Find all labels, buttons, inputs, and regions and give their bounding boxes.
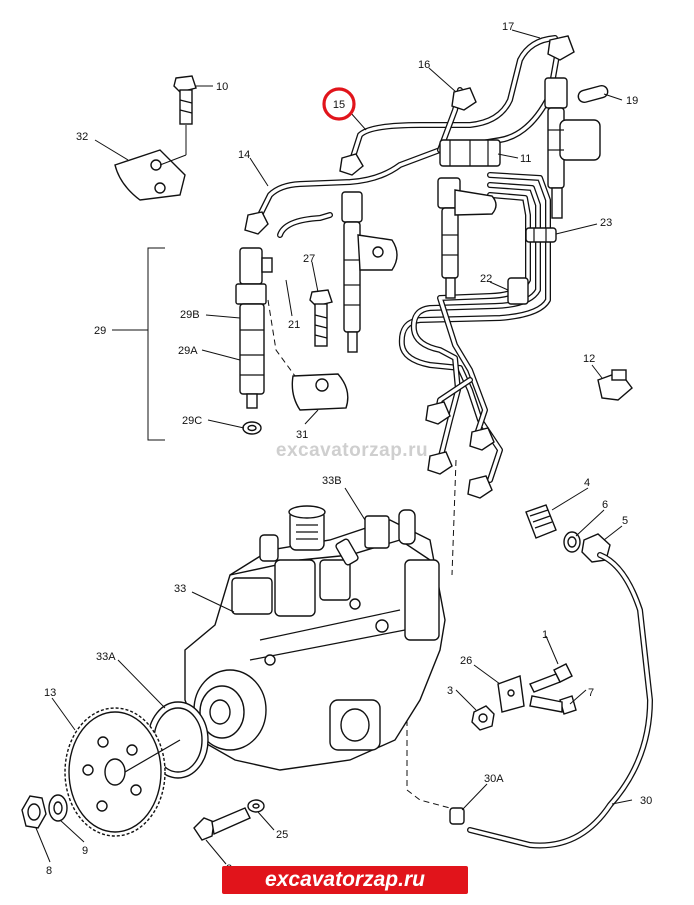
injection-pump <box>184 505 446 771</box>
callout-15: 15 <box>333 99 345 111</box>
injector-3 <box>341 191 398 353</box>
callout-14: 14 <box>238 149 250 161</box>
callout-29A: 29A <box>178 345 198 357</box>
plate-32 <box>114 125 187 201</box>
site-banner[interactable]: excavatorzap.ru <box>222 866 468 894</box>
bracket-12 <box>597 369 633 401</box>
callout-13: 13 <box>44 687 56 699</box>
callout-26: 26 <box>460 655 472 667</box>
washer-6 <box>563 531 581 553</box>
bolt-2 <box>193 807 251 841</box>
clip-23 <box>525 227 557 243</box>
leader-lines <box>35 29 633 865</box>
highlight-callout-15: 15 <box>322 87 356 121</box>
callout-23: 23 <box>600 217 612 229</box>
fitting-4 <box>525 504 557 539</box>
bolt-10 <box>173 75 197 125</box>
injection-lines <box>252 35 561 483</box>
injector-clamp-31 <box>291 373 349 411</box>
nut-8 <box>21 795 47 829</box>
callout-30: 30 <box>640 795 652 807</box>
callout-16: 16 <box>418 59 430 71</box>
return-line-30 <box>449 552 653 849</box>
callout-31: 31 <box>296 429 308 441</box>
bracket-26 <box>497 675 525 713</box>
callout-11: 11 <box>520 153 531 165</box>
callout-1: 1 <box>542 629 548 641</box>
bolt-1 <box>529 663 573 693</box>
callout-4: 4 <box>584 477 590 489</box>
callout-32: 32 <box>76 131 88 143</box>
callout-17: 17 <box>502 21 514 33</box>
injector-2 <box>437 177 497 299</box>
watermark: excavatorzap.ru <box>275 440 429 461</box>
callout-19: 19 <box>626 95 638 107</box>
washer-25 <box>247 799 265 813</box>
callout-29B: 29B <box>180 309 200 321</box>
callout-21: 21 <box>288 319 300 331</box>
callout-30A: 30A <box>484 773 504 785</box>
gear-13 <box>64 707 181 837</box>
line-fittings <box>244 35 575 499</box>
clip-22 <box>507 277 529 305</box>
callout-6: 6 <box>602 499 608 511</box>
callout-33B: 33B <box>322 475 342 487</box>
nut-3 <box>471 705 495 731</box>
callout-29: 29 <box>94 325 106 337</box>
callout-10: 10 <box>216 81 228 93</box>
callout-5: 5 <box>622 515 628 527</box>
callout-3: 3 <box>447 685 453 697</box>
callout-33: 33 <box>174 583 186 595</box>
bolt-27 <box>309 289 333 347</box>
injector-29 <box>235 247 273 435</box>
callout-25: 25 <box>276 829 288 841</box>
bolt-7 <box>529 695 577 715</box>
line-clamp-11 <box>439 139 501 167</box>
bracket-29 <box>112 247 165 441</box>
injector-1 <box>544 77 601 219</box>
callout-22: 22 <box>480 273 492 285</box>
callout-33A: 33A <box>96 651 116 663</box>
callout-29C: 29C <box>182 415 202 427</box>
callout-7: 7 <box>588 687 594 699</box>
washer-9 <box>48 794 68 822</box>
callout-labels: 1 2 3 4 5 6 7 8 9 10 11 12 13 14 16 17 1… <box>44 21 652 877</box>
callout-8: 8 <box>46 865 52 877</box>
callout-12: 12 <box>583 353 595 365</box>
pin-19 <box>577 84 609 104</box>
callout-27: 27 <box>303 253 315 265</box>
callout-9: 9 <box>82 845 88 857</box>
